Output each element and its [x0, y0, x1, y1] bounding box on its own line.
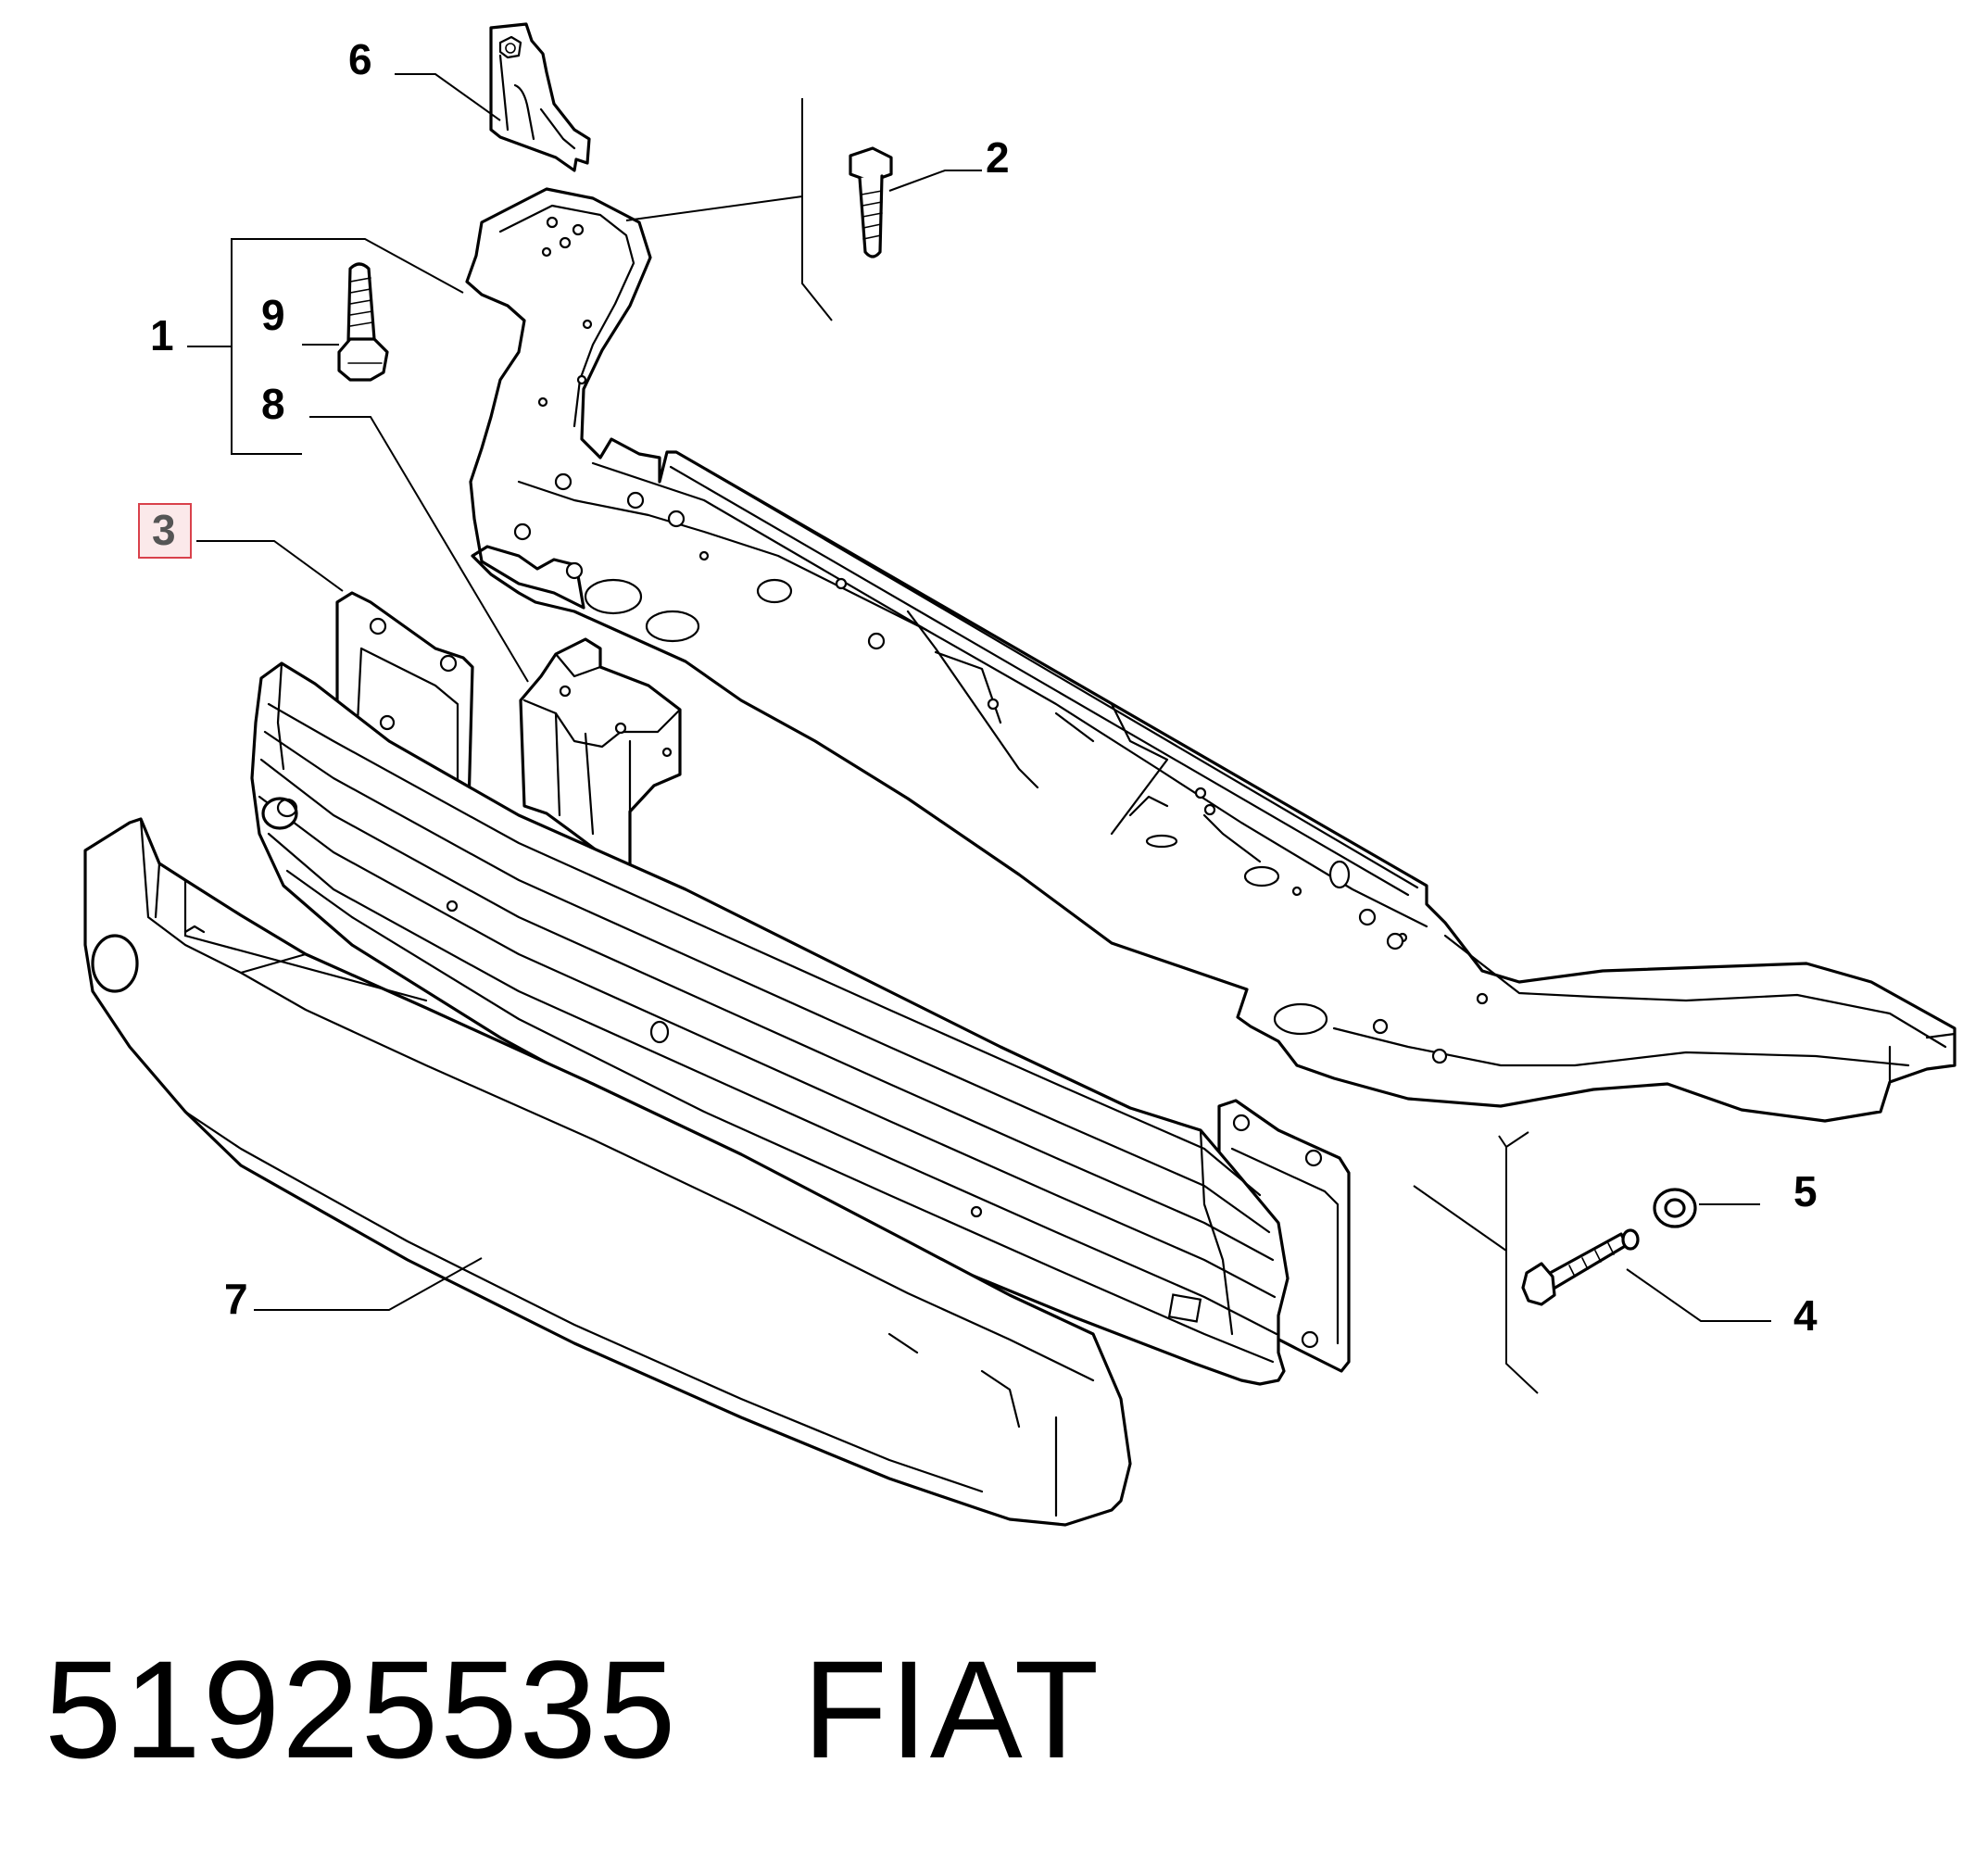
part-3-bumper-beam	[250, 591, 1351, 1386]
part-6-bracket	[489, 22, 591, 172]
part-4-bolt	[1521, 1228, 1640, 1306]
part-5-washer	[1653, 1188, 1697, 1228]
callout-1: 1	[150, 311, 174, 359]
part-number: 51925535	[44, 1631, 678, 1787]
part-2-bolt	[849, 146, 893, 258]
callout-9: 9	[261, 291, 285, 339]
part-7-absorber	[83, 817, 1132, 1527]
callout-5: 5	[1793, 1167, 1818, 1215]
callout-2: 2	[986, 133, 1010, 182]
part-1-cross-member	[465, 187, 1957, 1123]
part-9-bolt	[337, 262, 389, 382]
leader-lines	[187, 73, 1771, 1394]
callout-3: 3	[152, 506, 176, 554]
callout-6: 6	[348, 35, 372, 83]
callout-7: 7	[224, 1275, 248, 1323]
brand-name: FIAT	[802, 1631, 1101, 1787]
part-8-center-bracket	[519, 637, 682, 867]
callout-labels: 6 2 1 9 8 3 7 5 4	[138, 35, 1818, 1340]
part-number-footer: 51925535 FIAT	[44, 1630, 1101, 1788]
callout-4: 4	[1793, 1291, 1818, 1340]
callout-8: 8	[261, 380, 285, 428]
callout-3-highlight	[138, 503, 192, 559]
